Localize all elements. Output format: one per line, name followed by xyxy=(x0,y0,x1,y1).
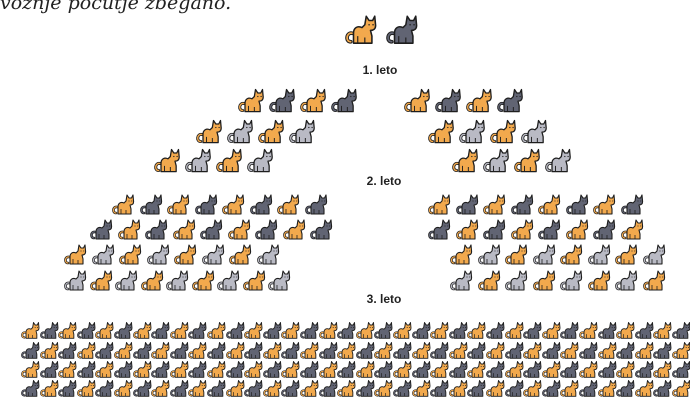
sitting-cat-icon xyxy=(62,268,90,296)
sitting-cat-icon xyxy=(194,117,226,149)
sitting-cat-icon xyxy=(503,242,531,270)
sitting-cat-icon xyxy=(519,117,551,149)
sitting-cat-icon xyxy=(143,217,171,245)
sitting-cat-icon xyxy=(241,268,269,296)
sitting-cat-icon xyxy=(88,217,116,245)
sitting-cat-icon xyxy=(536,192,564,220)
sitting-cat-icon xyxy=(613,268,641,296)
parent-cat-orange-icon xyxy=(341,12,383,50)
sitting-cat-icon xyxy=(227,242,255,270)
sitting-cat-icon xyxy=(509,192,537,220)
sitting-cat-icon xyxy=(214,146,246,178)
sitting-cat-icon xyxy=(641,242,669,270)
sitting-cat-icon xyxy=(200,242,228,270)
sitting-cat-icon xyxy=(281,217,309,245)
sitting-cat-icon xyxy=(90,242,118,270)
parent-cat-dark-icon xyxy=(382,12,424,50)
sitting-cat-icon xyxy=(448,242,476,270)
sitting-cat-icon xyxy=(198,217,226,245)
sitting-cat-icon xyxy=(476,268,504,296)
sitting-cat-icon xyxy=(536,217,564,245)
sitting-cat-icon xyxy=(464,86,496,118)
sitting-cat-icon xyxy=(488,117,520,149)
sitting-cat-icon xyxy=(481,192,509,220)
sitting-cat-icon xyxy=(275,192,303,220)
sitting-cat-icon xyxy=(450,146,482,178)
sitting-cat-icon xyxy=(266,268,294,296)
sitting-cat-icon xyxy=(303,192,331,220)
sitting-cat-icon xyxy=(591,217,619,245)
sitting-cat-icon xyxy=(88,268,116,296)
sitting-cat-icon xyxy=(248,192,276,220)
sitting-cat-icon xyxy=(619,217,647,245)
sitting-cat-icon xyxy=(138,192,166,220)
sitting-cat-icon xyxy=(481,146,513,178)
sitting-cat-icon xyxy=(586,242,614,270)
sitting-cat-icon xyxy=(164,268,192,296)
sitting-cat-icon xyxy=(193,192,221,220)
sitting-cat-icon xyxy=(116,217,144,245)
sitting-cat-icon xyxy=(236,86,268,118)
sitting-cat-icon xyxy=(287,117,319,149)
sitting-cat-icon xyxy=(426,217,454,245)
sitting-cat-icon xyxy=(476,242,504,270)
sitting-cat-icon xyxy=(481,217,509,245)
sitting-cat-icon xyxy=(215,268,243,296)
sitting-cat-icon xyxy=(152,146,184,178)
sitting-cat-icon xyxy=(543,146,575,178)
sitting-cat-icon xyxy=(253,217,281,245)
sitting-cat-icon xyxy=(433,86,465,118)
sitting-cat-icon xyxy=(426,117,458,149)
sitting-cat-icon xyxy=(308,217,336,245)
sitting-cat-icon xyxy=(591,192,619,220)
sitting-cat-icon xyxy=(255,242,283,270)
sitting-cat-icon xyxy=(564,217,592,245)
sitting-cat-icon xyxy=(113,268,141,296)
sitting-cat-icon xyxy=(226,217,254,245)
sitting-cat-icon xyxy=(671,378,690,402)
sitting-cat-icon xyxy=(110,192,138,220)
sitting-cat-icon xyxy=(171,217,199,245)
sitting-cat-icon xyxy=(509,217,537,245)
sitting-cat-icon xyxy=(531,268,559,296)
sitting-cat-icon xyxy=(225,117,257,149)
sitting-cat-icon xyxy=(641,268,669,296)
sitting-cat-icon xyxy=(190,268,218,296)
sitting-cat-icon xyxy=(329,86,361,118)
sitting-cat-icon xyxy=(531,242,559,270)
sitting-cat-icon xyxy=(267,86,299,118)
sitting-cat-icon xyxy=(139,268,167,296)
sitting-cat-icon xyxy=(558,242,586,270)
sitting-cat-icon xyxy=(495,86,527,118)
sitting-cat-icon xyxy=(245,146,277,178)
sitting-cat-icon xyxy=(448,268,476,296)
sitting-cat-icon xyxy=(256,117,288,149)
sitting-cat-icon xyxy=(172,242,200,270)
sitting-cat-icon xyxy=(503,268,531,296)
sitting-cat-icon xyxy=(558,268,586,296)
sitting-cat-icon xyxy=(586,268,614,296)
sitting-cat-icon xyxy=(457,117,489,149)
sitting-cat-icon xyxy=(613,242,641,270)
sitting-cat-icon xyxy=(145,242,173,270)
sitting-cat-icon xyxy=(220,192,248,220)
sitting-cat-icon xyxy=(619,192,647,220)
sitting-cat-icon xyxy=(183,146,215,178)
sitting-cat-icon xyxy=(564,192,592,220)
sitting-cat-icon xyxy=(298,86,330,118)
sitting-cat-icon xyxy=(165,192,193,220)
sitting-cat-icon xyxy=(454,217,482,245)
sitting-cat-icon xyxy=(117,242,145,270)
sitting-cat-icon xyxy=(454,192,482,220)
sitting-cat-icon xyxy=(62,242,90,270)
sitting-cat-icon xyxy=(512,146,544,178)
sitting-cat-icon xyxy=(402,86,434,118)
sitting-cat-icon xyxy=(426,192,454,220)
